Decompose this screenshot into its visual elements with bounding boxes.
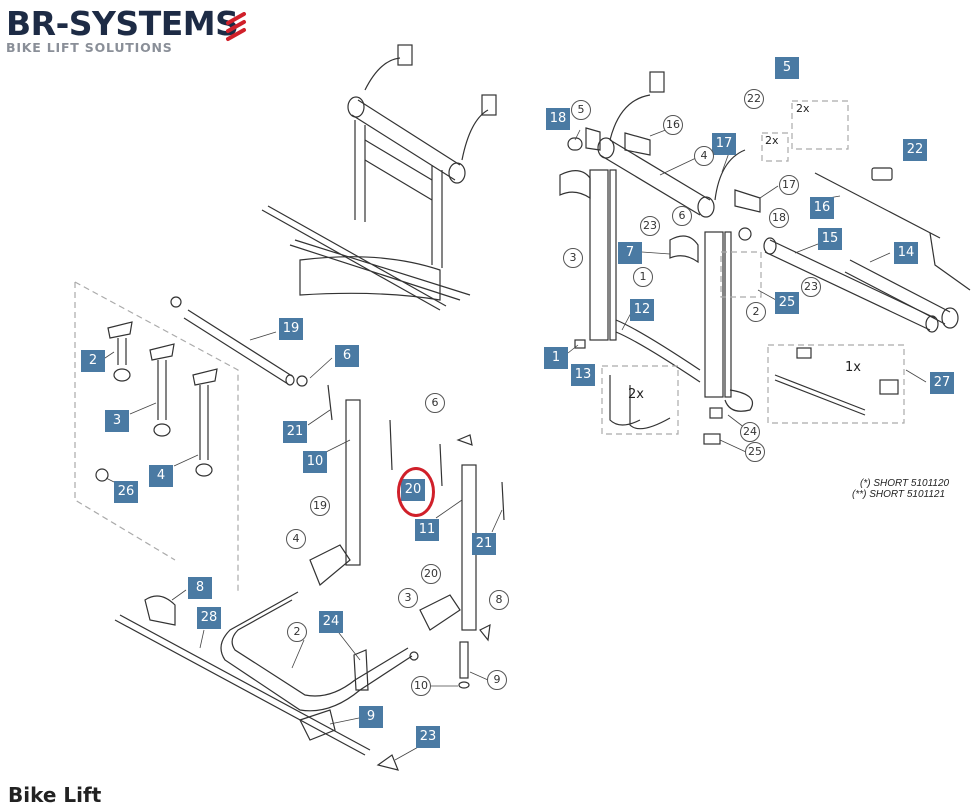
part-notes: (*) SHORT 5101120 (**) SHORT 5101121 [852, 478, 949, 500]
callout-part-13: 13 [571, 364, 595, 386]
circle-callout-23-top: 23 [640, 216, 660, 236]
circle-callout-1: 1 [633, 267, 653, 287]
circle-callout-3-left: 3 [398, 588, 418, 608]
circle-callout-16: 16 [663, 115, 683, 135]
callout-part-22: 22 [903, 139, 927, 161]
circle-callout-8: 8 [489, 590, 509, 610]
callout-part-11: 11 [415, 519, 439, 541]
callout-part-9: 9 [359, 706, 383, 728]
callout-part-26: 26 [114, 481, 138, 503]
circle-callout-25: 25 [745, 442, 765, 462]
circle-callout-17: 17 [779, 175, 799, 195]
circle-callout-4-left: 4 [286, 529, 306, 549]
callout-part-27: 27 [930, 372, 954, 394]
circle-callout-6-left: 6 [425, 393, 445, 413]
callout-part-18: 18 [546, 108, 570, 130]
circle-callout-5: 5 [571, 100, 591, 120]
accessory-group-outline [74, 281, 239, 592]
circle-callout-20: 20 [421, 564, 441, 584]
circle-callout-19: 19 [310, 496, 330, 516]
callout-part-8: 8 [188, 577, 212, 599]
brand-tagline: BIKE LIFT SOLUTIONS [6, 40, 173, 55]
quantity-label-27: 1x [845, 360, 861, 375]
brand-name: BR-SYSTEMS [6, 4, 239, 43]
circle-callout-9: 9 [487, 670, 507, 690]
callout-part-3: 3 [105, 410, 129, 432]
callout-part-16: 16 [810, 197, 834, 219]
circle-callout-4-right: 4 [694, 146, 714, 166]
note-short-1: (*) SHORT 5101120 [860, 478, 950, 489]
callout-part-24: 24 [319, 611, 343, 633]
assembled-lift-illustration [261, 44, 497, 311]
quantity-label-13: 2x [628, 387, 644, 402]
circle-callout-18: 18 [769, 208, 789, 228]
page-title-partial: Bike Lift [8, 783, 102, 807]
circle-callout-10: 10 [411, 676, 431, 696]
circle-callout-3-right: 3 [563, 248, 583, 268]
callout-part-25: 25 [775, 292, 799, 314]
callout-part-7: 7 [618, 242, 642, 264]
callout-part-17: 17 [712, 133, 736, 155]
highlight-ring [397, 467, 435, 517]
circle-callout-6-right: 6 [672, 206, 692, 226]
callout-part-21-right: 21 [472, 533, 496, 555]
callout-part-28: 28 [197, 607, 221, 629]
callout-part-2: 2 [81, 350, 105, 372]
circle-callout-2-left: 2 [287, 622, 307, 642]
leader-lines [101, 125, 927, 761]
brand-stripes-icon [226, 12, 246, 41]
circle-callout-22: 22 [744, 89, 764, 109]
callout-part-23: 23 [416, 726, 440, 748]
callout-part-10: 10 [303, 451, 327, 473]
quantity-label-22: 2x [765, 134, 779, 147]
callout-part-5: 5 [775, 57, 799, 79]
circle-callout-24: 24 [740, 422, 760, 442]
circle-callout-2-right: 2 [746, 302, 766, 322]
callout-part-15: 15 [818, 228, 842, 250]
frame-assembly-right [559, 71, 971, 445]
note-short-2: (**) SHORT 5101121 [852, 489, 946, 500]
callout-part-6: 6 [335, 345, 359, 367]
quantity-label-5: 2x [796, 102, 810, 115]
group-outlines-right [601, 100, 905, 435]
callout-part-4: 4 [149, 465, 173, 487]
callout-part-19: 19 [279, 318, 303, 340]
callout-part-21-left: 21 [283, 421, 307, 443]
parts-left [95, 296, 505, 771]
callout-part-12: 12 [630, 299, 654, 321]
callout-part-1: 1 [544, 347, 568, 369]
brand-logo: BR-SYSTEMS BIKE LIFT SOLUTIONS [6, 4, 239, 55]
circle-callout-23-mid: 23 [801, 277, 821, 297]
callout-part-14: 14 [894, 242, 918, 264]
